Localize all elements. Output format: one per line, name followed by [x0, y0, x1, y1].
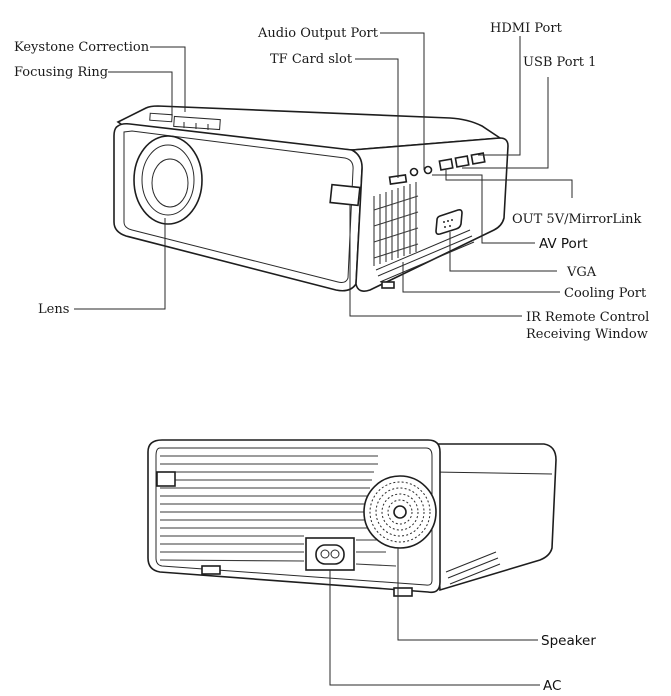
back-grille: [159, 455, 397, 567]
label-keystone-correction: Keystone Correction: [14, 40, 150, 55]
label-ir-remote-line2: Receiving Window: [526, 327, 648, 342]
label-av-port: AV Port: [539, 236, 588, 252]
label-focusing-ring: Focusing Ring: [14, 65, 108, 80]
label-tf-card-slot: TF Card slot: [270, 52, 353, 67]
label-audio-output-port: Audio Output Port: [257, 26, 379, 41]
label-usb-port-1: USB Port 1: [523, 55, 596, 70]
front-view-leaders: [74, 32, 573, 317]
label-ac: AC: [543, 678, 561, 694]
label-out-5v-mirrorlink: OUT 5V/MirrorLink: [512, 212, 642, 227]
speaker-graphic: [363, 475, 437, 549]
back-view-illustration: [147, 439, 557, 597]
front-view-illustration: [113, 105, 509, 292]
back-view-leaders: [329, 548, 540, 686]
label-lens: Lens: [38, 302, 69, 317]
label-ir-remote-line1: IR Remote Control: [526, 310, 649, 325]
cooling-vent: [373, 182, 419, 266]
label-cooling-port: Cooling Port: [564, 286, 647, 301]
label-speaker: Speaker: [541, 633, 596, 649]
label-vga: VGA: [566, 265, 597, 280]
vga-port-graphic: [435, 209, 463, 235]
ac-socket-graphic: [305, 537, 355, 571]
label-hdmi-port: HDMI Port: [490, 21, 563, 36]
